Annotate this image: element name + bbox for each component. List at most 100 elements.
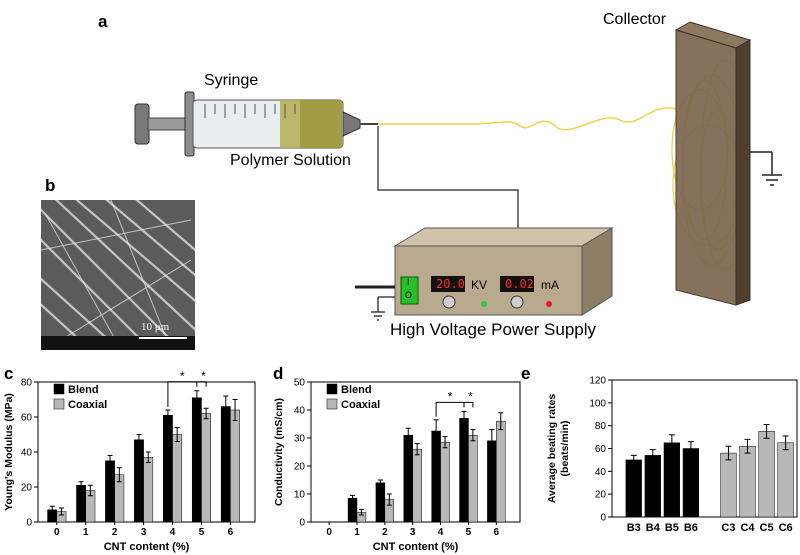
significance-star: * bbox=[180, 370, 185, 383]
bar-blend bbox=[134, 439, 144, 523]
legend-label: Coaxial bbox=[341, 399, 380, 411]
power-supply-label: High Voltage Power Supply bbox=[390, 320, 597, 339]
x-tick-label: 6 bbox=[494, 527, 500, 538]
legend-label: Blend bbox=[68, 384, 99, 396]
x-tick-label: B5 bbox=[665, 522, 679, 534]
ground-symbol-collector bbox=[750, 151, 782, 186]
x-tick-label: 5 bbox=[199, 527, 205, 538]
x-tick-label: 2 bbox=[112, 527, 118, 538]
y-tick-label: 80 bbox=[595, 421, 607, 432]
voltage-display: 20.0 bbox=[436, 277, 465, 291]
bar-c4 bbox=[739, 445, 756, 518]
y-tick-label: 30 bbox=[294, 434, 306, 445]
y-tick-label: 10 bbox=[294, 490, 306, 501]
y-tick-label: 60 bbox=[21, 413, 33, 424]
x-tick-label: C3 bbox=[721, 522, 735, 534]
x-tick-label: C5 bbox=[760, 522, 774, 534]
y-axis-label: Average beating rates bbox=[546, 394, 558, 503]
y-tick-label: 40 bbox=[294, 406, 306, 417]
y-tick-label: 0 bbox=[299, 518, 305, 529]
current-unit: mA bbox=[541, 278, 559, 292]
bar-blend bbox=[76, 485, 86, 523]
bar-blend bbox=[347, 497, 358, 523]
x-tick-label: B3 bbox=[627, 522, 641, 534]
y-tick-label: 0 bbox=[600, 513, 606, 524]
bar-b4 bbox=[644, 455, 661, 518]
x-tick-label: 2 bbox=[382, 527, 388, 538]
significance-bracket bbox=[167, 381, 207, 407]
wire-syringe-supply bbox=[377, 126, 519, 232]
x-tick-label: 3 bbox=[141, 527, 147, 538]
sem-scale-label: 10 μm bbox=[141, 321, 170, 333]
legend-label: Blend bbox=[341, 384, 372, 396]
panel-letter-e: e bbox=[521, 364, 531, 383]
y-tick-label: 0 bbox=[26, 518, 32, 529]
green-indicator bbox=[481, 301, 487, 307]
ground-symbol-supply bbox=[371, 296, 395, 321]
power-switch bbox=[400, 276, 419, 305]
x-tick-label: 6 bbox=[228, 527, 234, 538]
x-axis-label: CNT content (%) bbox=[104, 541, 190, 553]
legend-swatch bbox=[53, 398, 65, 410]
x-tick-label: 1 bbox=[83, 527, 89, 538]
collector-plate bbox=[674, 21, 752, 306]
x-tick-label: B6 bbox=[684, 522, 698, 534]
y-tick-label: 20 bbox=[294, 462, 306, 473]
bar-b3 bbox=[625, 459, 642, 518]
syringe bbox=[134, 91, 378, 157]
significance-star: * bbox=[448, 389, 453, 403]
electrospinning-apparatus bbox=[134, 21, 782, 321]
panel-letter-a: a bbox=[98, 12, 108, 31]
y-axis-label: Conductivity (mS/cm) bbox=[273, 398, 285, 506]
x-tick-label: 1 bbox=[354, 527, 360, 538]
y-tick-label: 40 bbox=[595, 467, 607, 478]
bar-c6 bbox=[777, 442, 794, 518]
power-supply bbox=[393, 227, 614, 316]
bar-coaxial bbox=[201, 413, 211, 523]
current-display: 0.02 bbox=[505, 277, 534, 291]
y-tick-label: 20 bbox=[595, 490, 607, 501]
x-tick-label: 5 bbox=[466, 527, 472, 538]
bar-coaxial bbox=[230, 409, 240, 523]
bar-blend bbox=[431, 430, 441, 523]
sem-image bbox=[41, 200, 195, 350]
significance-star: * bbox=[201, 370, 206, 383]
bar-c5 bbox=[758, 431, 775, 518]
bar-blend bbox=[163, 415, 173, 523]
panel-letter-d: d bbox=[273, 364, 284, 383]
y-tick-label: 20 bbox=[21, 483, 33, 494]
x-tick-label: 4 bbox=[170, 527, 176, 538]
panel-letter-b: b bbox=[45, 176, 56, 195]
bar-blend bbox=[220, 406, 231, 523]
legend-swatch bbox=[326, 383, 338, 395]
switch-off-label: O bbox=[405, 290, 413, 300]
fiber-jet bbox=[378, 107, 681, 131]
x-tick-label: 0 bbox=[54, 527, 60, 538]
bar-coaxial bbox=[412, 448, 422, 523]
bar-b5 bbox=[663, 442, 680, 518]
y-tick-label: 120 bbox=[589, 376, 606, 387]
y-tick-label: 100 bbox=[589, 398, 606, 409]
bar-c3 bbox=[720, 452, 737, 518]
bar-coaxial bbox=[468, 434, 478, 523]
x-tick-label: 4 bbox=[438, 527, 444, 538]
bar-blend bbox=[191, 397, 202, 523]
bar-blend bbox=[459, 418, 469, 523]
bar-coaxial bbox=[440, 441, 450, 523]
y-tick-label: 60 bbox=[595, 444, 607, 455]
collector-label: Collector bbox=[603, 11, 667, 28]
red-indicator bbox=[546, 301, 552, 307]
y-tick-label: 40 bbox=[21, 448, 33, 459]
y-tick-label: 80 bbox=[21, 378, 33, 389]
y-axis-label-units: (beats/min) bbox=[559, 420, 571, 476]
significance-bracket bbox=[435, 401, 474, 417]
x-axis-label: CNT content (%) bbox=[373, 541, 459, 553]
y-axis-label: Young's Modulus (MPa) bbox=[3, 393, 15, 511]
x-tick-label: B4 bbox=[646, 522, 661, 534]
x-tick-label: C4 bbox=[740, 522, 755, 534]
x-tick-label: 0 bbox=[326, 527, 332, 538]
current-knob bbox=[510, 295, 524, 309]
legend-label: Coaxial bbox=[68, 399, 107, 411]
